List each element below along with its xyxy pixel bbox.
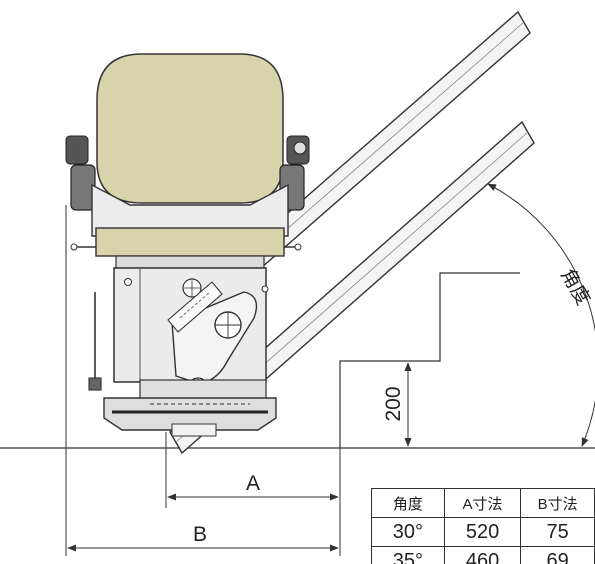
- table-header-row: 角度 A寸法 B寸法: [371, 488, 595, 518]
- table-row: 30° 520 75: [371, 517, 595, 547]
- angle-arc: [487, 183, 595, 447]
- table-cell: 30°: [371, 517, 445, 547]
- table-cell: 460: [443, 546, 522, 564]
- table-cell: 75: [520, 517, 595, 547]
- control-left: [65, 135, 89, 165]
- footplate: [103, 397, 277, 431]
- angle-spec-table: 角度 A寸法 B寸法 30° 520 75 35° 460 69: [371, 488, 595, 564]
- table-cell: 520: [443, 517, 522, 547]
- seat-cushion: [95, 227, 285, 257]
- dimension-a-label: A: [246, 472, 260, 495]
- header-a-dimension: A寸法: [443, 488, 522, 518]
- header-b-dimension: B寸法: [520, 488, 595, 518]
- seat-backrest: [96, 53, 284, 204]
- dimension-b-label: B: [193, 523, 207, 546]
- seat-frame: [91, 183, 289, 237]
- stairlift-chair: [65, 53, 310, 437]
- step-height-label: 200: [382, 386, 405, 421]
- table-cell: 35°: [371, 546, 445, 564]
- table-row: 35° 460 69: [371, 546, 595, 564]
- header-angle: 角度: [371, 488, 445, 518]
- table-cell: 69: [520, 546, 595, 564]
